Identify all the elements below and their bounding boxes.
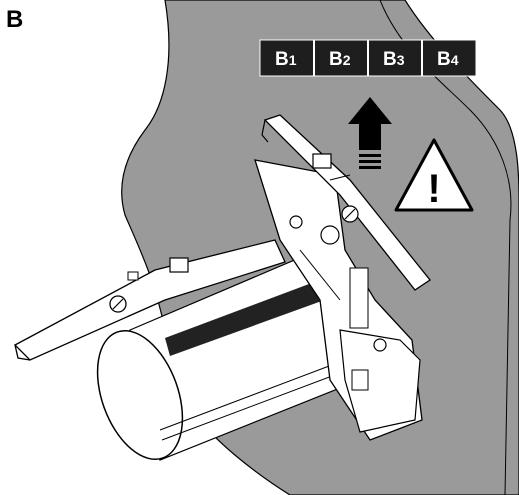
figure-label: B [6,6,24,33]
motor-grip-texture [165,278,330,356]
badge-b3: B3 [383,49,405,70]
warning-symbol: ! [427,167,440,211]
warning-triangle-icon: ! [394,138,474,212]
up-arrow-icon [348,97,392,169]
upper-bracket-rail [261,114,431,291]
position-badges: B1 B2 B3 B4 [259,39,477,77]
badge-b1: B1 [275,49,297,70]
motor-tube [96,249,361,461]
badge-b2: B2 [329,49,351,70]
badge-b4: B4 [437,49,459,70]
motor-head [254,159,423,441]
left-bracket-arm [13,239,286,361]
